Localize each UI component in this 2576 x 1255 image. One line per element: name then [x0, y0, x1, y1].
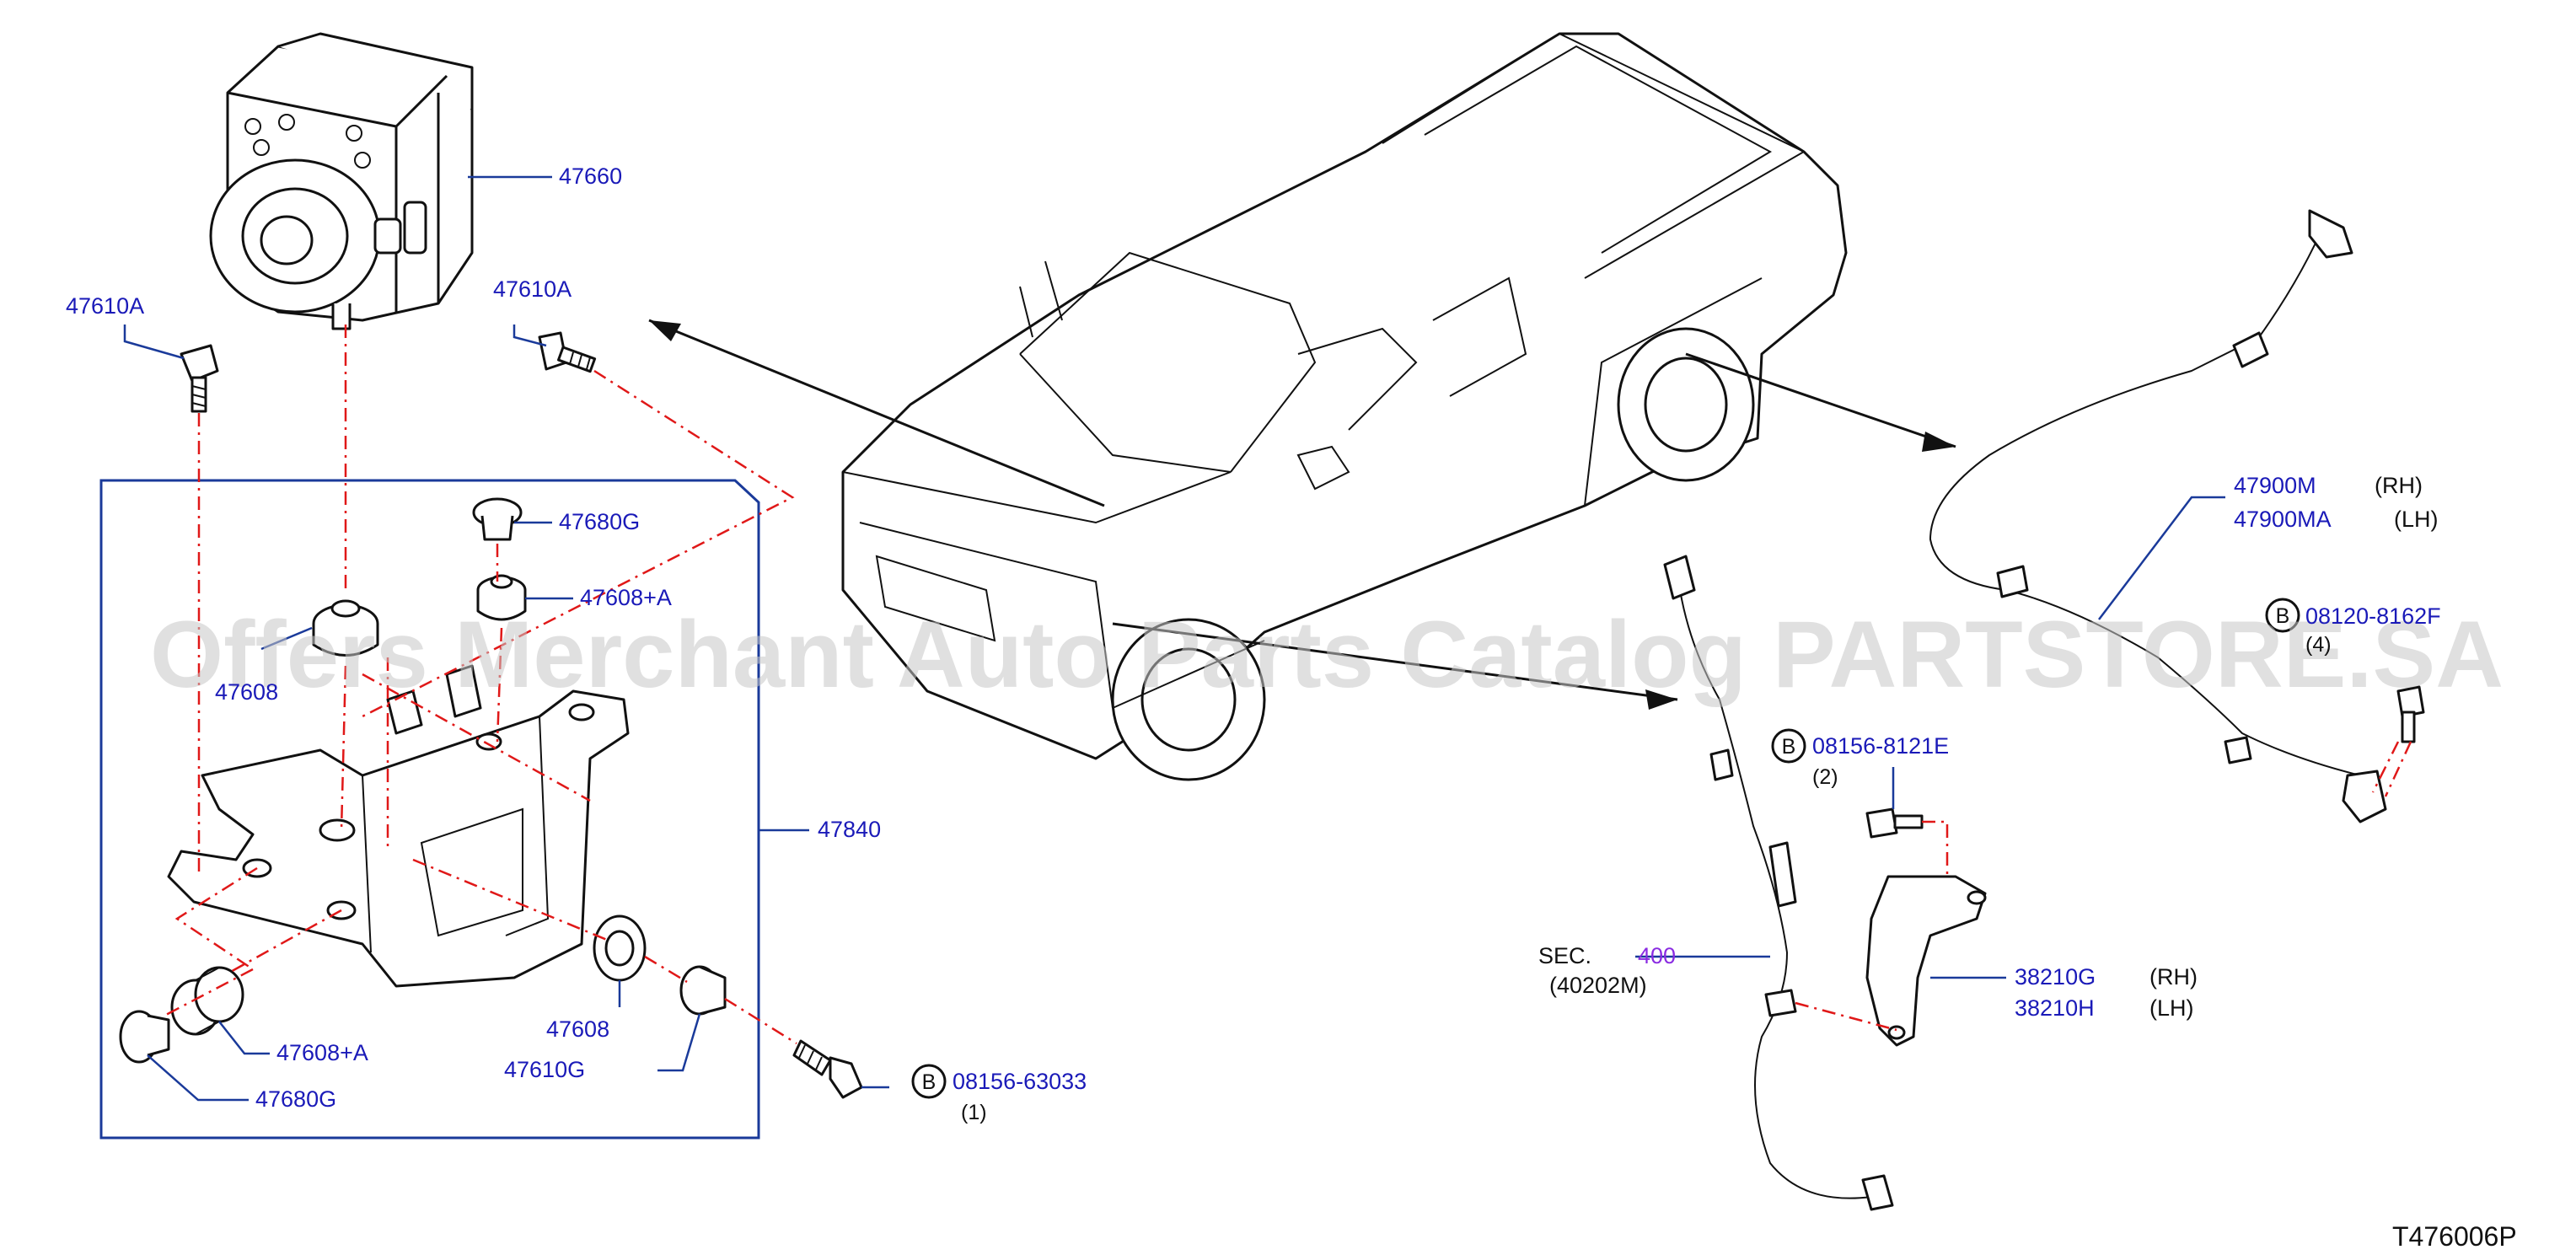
label-47608-left[interactable]: 47608	[215, 679, 278, 705]
watermark-text: Offers Merchant Auto Parts Catalog PARTS…	[150, 602, 2504, 707]
collar-47680g-top	[472, 497, 523, 541]
abs-mounting-bracket	[167, 664, 630, 988]
insulator-47608-bottom	[593, 914, 647, 982]
label-47900ma-side: (LH)	[2394, 507, 2439, 532]
label-08156-8121e[interactable]: 08156-8121E	[1812, 733, 1949, 759]
label-sec-ref: (40202M)	[1549, 973, 1647, 998]
qty-08156-63033: (1)	[961, 1101, 987, 1124]
abs-actuator-unit	[209, 32, 474, 330]
bolt-47610a-left	[180, 344, 219, 413]
sensor-bracket-38210	[1865, 875, 1987, 1047]
label-47900ma[interactable]: 47900MA	[2234, 507, 2332, 532]
label-08120-8162f[interactable]: 08120-8162F	[2305, 603, 2441, 629]
label-38210h[interactable]: 38210H	[2015, 995, 2095, 1021]
label-sec-400[interactable]: 400	[1638, 943, 1676, 968]
front-wheel-sensor-harness	[1663, 555, 1894, 1211]
collar-47610g	[679, 965, 727, 1016]
qty-08120-8162f: (4)	[2305, 633, 2332, 657]
label-47900m[interactable]: 47900M	[2234, 473, 2316, 498]
label-47610a-right[interactable]: 47610A	[493, 276, 572, 302]
label-38210h-side: (LH)	[2149, 995, 2194, 1021]
leader-lines	[123, 175, 2225, 1102]
bolt-47610a-right	[538, 331, 597, 373]
bolt-08156-8121e	[1865, 807, 1924, 839]
bolt-08156-63033	[792, 1039, 863, 1099]
pointer-arrows	[648, 319, 1956, 710]
front-sensor-centerlines	[1795, 820, 1949, 1032]
label-47610g[interactable]: 47610G	[504, 1057, 585, 1082]
qty-08156-8121e: (2)	[1812, 765, 1838, 789]
label-47900m-side: (RH)	[2375, 473, 2423, 498]
label-38210g-side: (RH)	[2149, 964, 2198, 990]
rear-sensor-centerlines	[2371, 741, 2412, 797]
b-marker-08156-8121e: B	[1771, 728, 1806, 764]
b-marker-08120-8162f: B	[2265, 598, 2300, 633]
assembly-centerlines	[164, 324, 797, 1045]
svg-text:B: B	[2276, 604, 2290, 628]
svg-text:B: B	[1782, 735, 1796, 759]
svg-text:B: B	[922, 1070, 936, 1094]
label-47608a-bottom[interactable]: 47608+A	[276, 1040, 368, 1065]
collar-47680g-bottom	[119, 1010, 170, 1064]
insulator-47608a-top	[476, 574, 527, 621]
bolt-08120-8162f	[2396, 685, 2425, 743]
label-38210g[interactable]: 38210G	[2015, 964, 2096, 990]
bracket-assembly-frame	[99, 479, 760, 1140]
label-47660[interactable]: 47660	[559, 164, 622, 189]
label-08156-63033[interactable]: 08156-63033	[953, 1069, 1087, 1094]
label-47610a-left[interactable]: 47610A	[66, 293, 144, 319]
diagram-reference-code: T476006P	[2392, 1221, 2517, 1251]
label-47680g-top[interactable]: 47680G	[559, 509, 640, 534]
label-sec-prefix: SEC.	[1538, 943, 1591, 968]
label-47608-bottom[interactable]: 47608	[546, 1016, 609, 1042]
b-marker-08156-63033: B	[911, 1064, 947, 1099]
insulator-47608a-bottom	[170, 966, 244, 1036]
label-47680g-bottom[interactable]: 47680G	[255, 1086, 336, 1112]
label-47608a-top[interactable]: 47608+A	[580, 585, 672, 610]
label-47840[interactable]: 47840	[818, 817, 881, 842]
rear-wheel-sensor-harness	[1929, 209, 2387, 823]
insulator-47608-left	[312, 599, 379, 657]
